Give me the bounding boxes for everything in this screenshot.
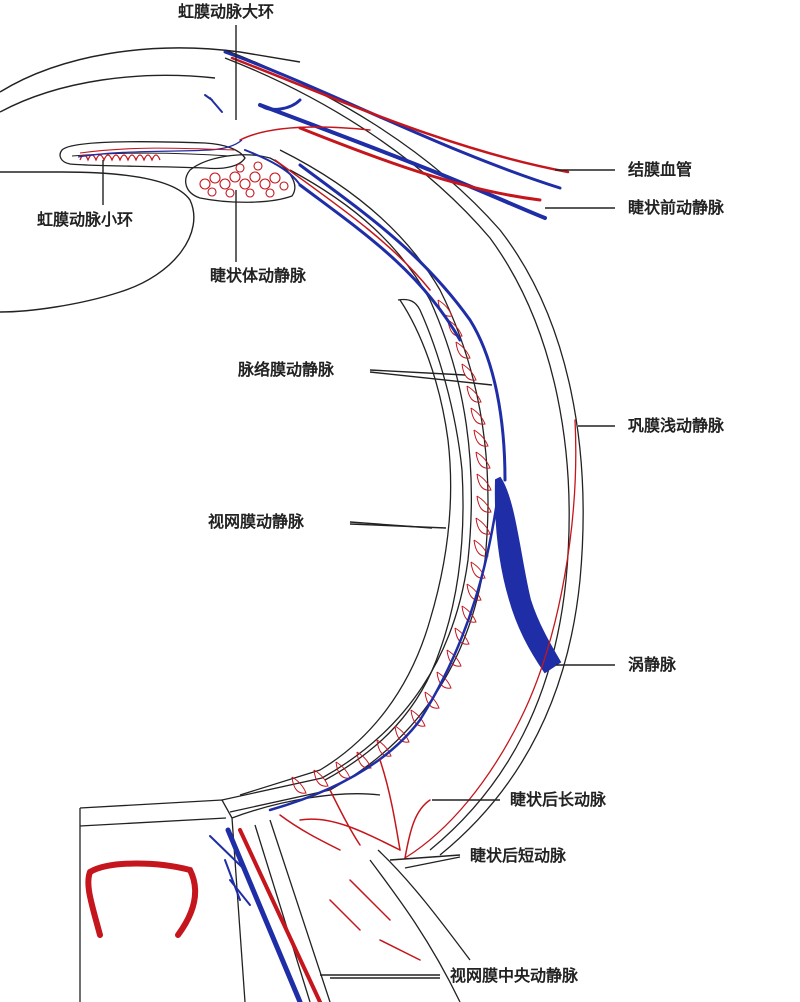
label-short-posterior-ciliary: 睫状后短动脉 xyxy=(470,846,567,865)
globe-wall-outlines xyxy=(79,49,584,1002)
cornea-outline xyxy=(0,47,301,113)
iris-minor-circle-vessels xyxy=(79,154,161,162)
label-conjunctival-vessels: 结膜血管 xyxy=(628,160,693,179)
leader-lines xyxy=(102,25,615,979)
ciliary-body xyxy=(185,154,296,203)
arterial-system xyxy=(85,56,577,1002)
label-choroidal-vessels: 脉络膜动静脉 xyxy=(238,360,335,379)
iris-minor-circle-vein xyxy=(77,139,243,158)
vortex-vein xyxy=(494,476,562,674)
label-iris-minor-circle: 虹膜动脉小环 xyxy=(37,210,134,229)
label-long-posterior-ciliary: 睫状后长动脉 xyxy=(510,790,607,809)
label-iris-major-circle: 虹膜动脉大环 xyxy=(178,2,275,21)
ciliary-body-vessel-loops xyxy=(199,161,289,198)
lens-outline xyxy=(0,171,195,313)
label-anterior-ciliary: 睫状前动静脉 xyxy=(628,198,725,217)
venous-system xyxy=(204,50,562,1002)
label-central-retinal: 视网膜中央动静脉 xyxy=(450,966,579,985)
label-ciliary-body-vessels: 睫状体动静脉 xyxy=(210,266,307,285)
iris xyxy=(59,139,246,170)
label-retinal-vessels: 视网膜动静脉 xyxy=(208,512,305,531)
label-vortex-vein: 涡静脉 xyxy=(628,655,677,674)
label-episcleral-vessels: 巩膜浅动静脉 xyxy=(628,416,725,435)
